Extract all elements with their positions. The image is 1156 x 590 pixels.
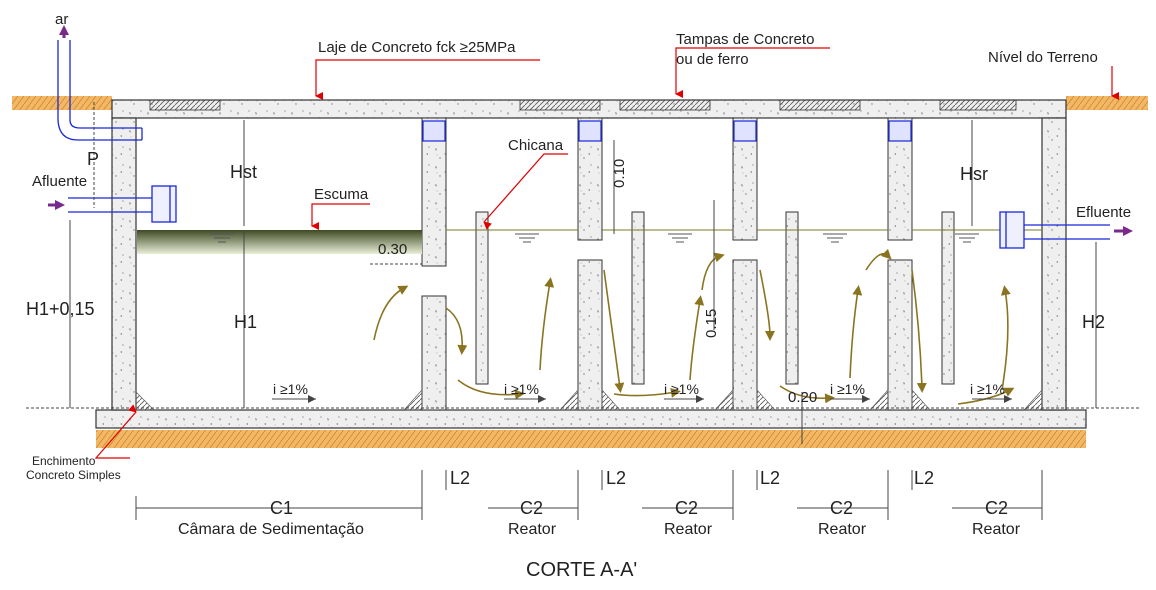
- label-slope-5: i ≥1%: [970, 381, 1005, 397]
- label-p: P: [87, 149, 99, 169]
- label-c1: C1: [270, 498, 293, 518]
- label-l2-1: L2: [450, 468, 470, 488]
- label-hst: Hst: [230, 162, 257, 182]
- flow-arrows: [373, 248, 1015, 405]
- label-sedimentation-chamber: Câmara de Sedimentação: [178, 521, 364, 538]
- label-slab: Laje de Concreto fck ≥25MPa: [318, 39, 516, 56]
- base-slab: [95, 409, 1087, 429]
- label-lids-line2: ou de ferro: [676, 51, 749, 68]
- label-h1: H1: [234, 312, 257, 332]
- label-dim-030: 0.30: [378, 241, 407, 258]
- label-outlet: Efluente: [1076, 204, 1131, 221]
- label-fill-line1: Enchimento: [32, 454, 96, 468]
- label-slope-3: i ≥1%: [664, 381, 699, 397]
- label-fill-line2: Concreto Simples: [26, 468, 121, 482]
- inlet-pipe: [68, 185, 177, 223]
- label-dim-010: 0.10: [611, 159, 628, 188]
- label-inlet: Afluente: [32, 173, 87, 190]
- label-reactor-4: Reator: [972, 521, 1021, 538]
- right-wall: [1041, 117, 1067, 411]
- label-scum: Escuma: [314, 186, 369, 203]
- label-c2-4: C2: [985, 498, 1008, 518]
- concrete-fill-corners: [135, 389, 1043, 411]
- label-ar: ar: [55, 11, 68, 28]
- label-h2: H2: [1082, 312, 1105, 332]
- label-reactor-1: Reator: [508, 521, 557, 538]
- label-hsr: Hsr: [960, 164, 988, 184]
- inspection-caps: [422, 120, 912, 142]
- label-reactor-2: Reator: [664, 521, 713, 538]
- water-symbols: [210, 233, 979, 243]
- vent-pipe: [57, 40, 143, 141]
- label-dim-020: 0.20: [788, 389, 817, 406]
- label-c2-1: C2: [520, 498, 543, 518]
- label-slope-1: i ≥1%: [273, 381, 308, 397]
- dimension-lines: [26, 102, 1140, 520]
- label-reactor-3: Reator: [818, 521, 867, 538]
- label-c2-2: C2: [675, 498, 698, 518]
- label-c2-3: C2: [830, 498, 853, 518]
- label-l2-4: L2: [914, 468, 934, 488]
- dividing-walls: [421, 117, 913, 411]
- left-wall: [111, 117, 137, 411]
- label-dim-015: 0.15: [703, 309, 720, 338]
- label-slope-2: i ≥1%: [504, 381, 539, 397]
- label-l2-2: L2: [606, 468, 626, 488]
- text-labels: ar Laje de Concreto fck ≥25MPa Tampas de…: [26, 11, 1131, 581]
- label-slope-4: i ≥1%: [830, 381, 865, 397]
- callout-arrows: [94, 47, 1119, 459]
- top-slab: [111, 99, 1067, 119]
- scum-layer: [137, 230, 422, 254]
- ground-soil: [12, 96, 1148, 448]
- label-l2-3: L2: [760, 468, 780, 488]
- label-baffle: Chicana: [508, 137, 564, 154]
- diagram-title: CORTE A-A': [526, 559, 637, 581]
- label-lids-line1: Tampas de Concreto: [676, 31, 814, 48]
- label-ground-level: Nível do Terreno: [988, 49, 1098, 66]
- outlet-pipe: [999, 211, 1110, 249]
- label-h1-015: H1+0,15: [26, 299, 95, 319]
- baffles-chicana: [475, 211, 955, 385]
